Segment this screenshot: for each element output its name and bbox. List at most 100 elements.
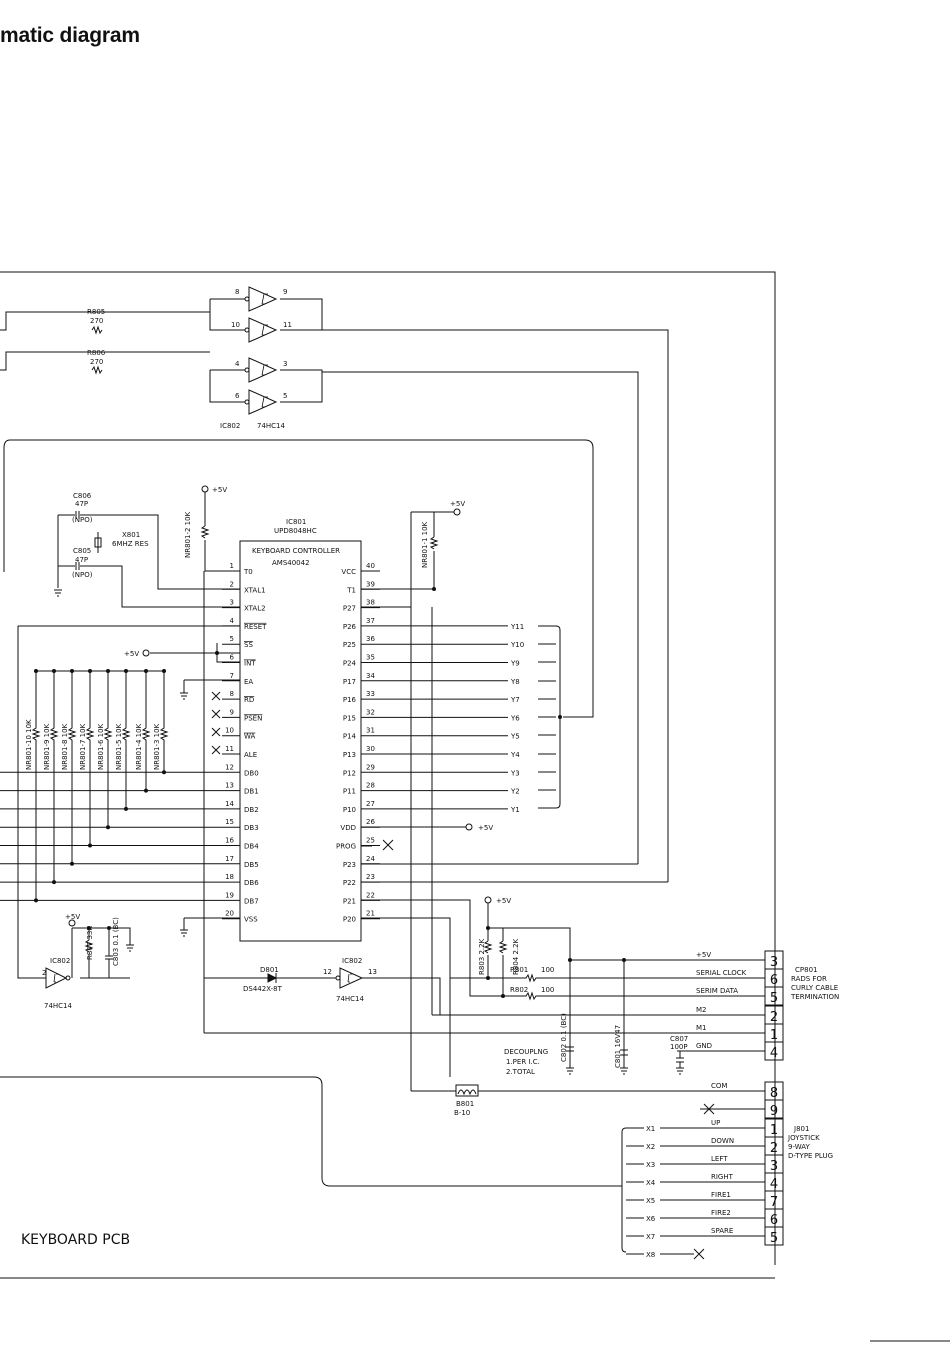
pullup-resistor	[49, 671, 59, 883]
x-net-label: X3	[646, 1161, 655, 1169]
x-net-label: X8	[646, 1251, 655, 1259]
ic801-pin-number: 1	[230, 562, 234, 570]
svg-text:10: 10	[231, 321, 240, 329]
r803-label: R803 2.2K	[478, 938, 486, 975]
svg-text:11: 11	[283, 321, 292, 329]
c802-label: C802 0.1 (BC)	[560, 1013, 568, 1062]
j801-ref: J801	[793, 1125, 809, 1133]
vcc-label: +5V	[65, 913, 80, 921]
r807-label: R807 33K	[86, 926, 94, 960]
nr801-1-label: NR801-1 10K	[421, 521, 429, 568]
ic801-pin-number: 6	[230, 654, 235, 662]
ic801-pin-number: 14	[225, 800, 234, 808]
x801-ref: X801	[122, 531, 140, 539]
connector-pin-number: 4	[770, 1046, 778, 1061]
ic801-pin-name: P23	[343, 861, 356, 869]
ic801-pin-number: 38	[366, 599, 375, 607]
ic801-pin-number: 37	[366, 617, 375, 625]
ic801-pin-number: 13	[225, 782, 234, 790]
cp801-description: CP801 RADS FOR CURLY CABLE TERMINATION	[790, 966, 839, 1001]
svg-text:13: 13	[368, 968, 377, 976]
vcc-label: +5V	[496, 897, 511, 905]
connector-pin-number: 6	[770, 1213, 778, 1228]
ic801-pin-name: DB1	[244, 788, 259, 796]
y-net-label: Y8	[510, 678, 520, 686]
ic801-pin-name: ALE	[244, 751, 257, 759]
ic801-pin-name: P10	[343, 806, 356, 814]
junction-dot	[124, 669, 128, 673]
c805-ref: C805	[73, 547, 91, 555]
connector-signal-label: SPARE	[711, 1227, 733, 1235]
connector-pin-number: 2	[770, 1141, 778, 1156]
ic801-pin-name: RD	[244, 696, 254, 704]
pullup-label: NR801-3 10K	[153, 723, 161, 770]
svg-text:6: 6	[235, 392, 240, 400]
pullup-label: NR801-9 10K	[43, 723, 51, 770]
junction-dot	[144, 669, 148, 673]
ic801-pin-number: 16	[225, 837, 234, 845]
ic801-pin-name: P15	[343, 714, 356, 722]
ic801-pin-name: RESET	[244, 623, 267, 631]
ic802-part: 74HC14	[336, 995, 365, 1003]
connector-signal-label: UP	[711, 1119, 720, 1127]
connector-pin-box	[764, 1041, 784, 1061]
ic801-pin-number: 27	[366, 800, 375, 808]
j801-desc-2: 9-WAY	[788, 1143, 810, 1151]
ic801-part: UPD8048HC	[274, 527, 317, 535]
ic802-part: 74HC14	[44, 1002, 73, 1010]
ic801-pin-name: XTAL1	[244, 586, 266, 594]
r802-ref: R802	[510, 986, 528, 994]
ic801-pin-name: P26	[343, 623, 357, 631]
ic801-pin-name: T1	[346, 586, 356, 594]
y-net-label: Y9	[510, 660, 520, 668]
y-net-label: Y11	[510, 623, 524, 631]
ic801-pin-number: 39	[366, 580, 375, 588]
b801-value: B-10	[454, 1109, 470, 1117]
r805-ref: R805	[87, 308, 105, 316]
ic801-pin-name: DB4	[244, 843, 259, 851]
connector-signal-label: DOWN	[711, 1137, 734, 1145]
oscillator: C806 47P (NPO) C805 47P (NPO) X801 6MHZ …	[54, 492, 240, 608]
ic801-pin-name: DB0	[244, 769, 259, 777]
decoupling-note-2: 2.TOTAL	[506, 1068, 535, 1076]
svg-text:8: 8	[235, 288, 239, 296]
y-net-label: Y1	[510, 806, 520, 814]
ic801-pin-name: PROG	[336, 843, 356, 851]
connector-signal-label: LEFT	[711, 1155, 728, 1163]
nr801-2-label: NR801-2 10K	[184, 511, 192, 558]
svg-text:2: 2	[42, 969, 46, 977]
ic801-pin-name: P11	[343, 788, 356, 796]
connector-pin-number: 6	[770, 973, 778, 988]
pullup-resistor	[121, 671, 131, 809]
ic801-pin-number: 5	[230, 635, 234, 643]
r801-ref: R801	[510, 966, 528, 974]
connector-signal-label: FIRE1	[711, 1191, 731, 1199]
r804-label: R804 2.2K	[512, 938, 520, 975]
ic801-pin-name: XTAL2	[244, 605, 266, 613]
ic801: IC801 UPD8048HC KEYBOARD CONTROLLER AMS4…	[222, 518, 380, 942]
connector-pin-number: 7	[770, 1195, 778, 1210]
c805-type: (NPO)	[72, 571, 93, 579]
connector-signal-label: +5V	[696, 951, 711, 959]
diagram-title: matic diagram	[0, 24, 140, 47]
x-net-label: X5	[646, 1197, 655, 1205]
ic801-ref: IC801	[286, 518, 306, 526]
r806-ref: R806	[87, 349, 106, 357]
c806-type: (NPO)	[72, 516, 93, 524]
ic801-pin-number: 7	[230, 672, 234, 680]
pullup-resistor	[159, 671, 169, 773]
b801-ferrite: B801 B-10	[411, 1084, 765, 1117]
junction-dot	[106, 669, 110, 673]
ic801-pin-number: 28	[366, 782, 375, 790]
ic801-pin-name: VDD	[340, 824, 356, 832]
c807-value: 100P	[670, 1043, 688, 1051]
cp801-desc-1: RADS FOR	[791, 975, 827, 983]
ic801-pin-name: VSS	[244, 916, 258, 924]
ic801-pin-name: INT	[244, 660, 256, 668]
ic801-pin-name: P27	[343, 605, 356, 613]
connector-signal-label: RIGHT	[711, 1173, 734, 1181]
ic801-pin-name: VCC	[341, 568, 356, 576]
